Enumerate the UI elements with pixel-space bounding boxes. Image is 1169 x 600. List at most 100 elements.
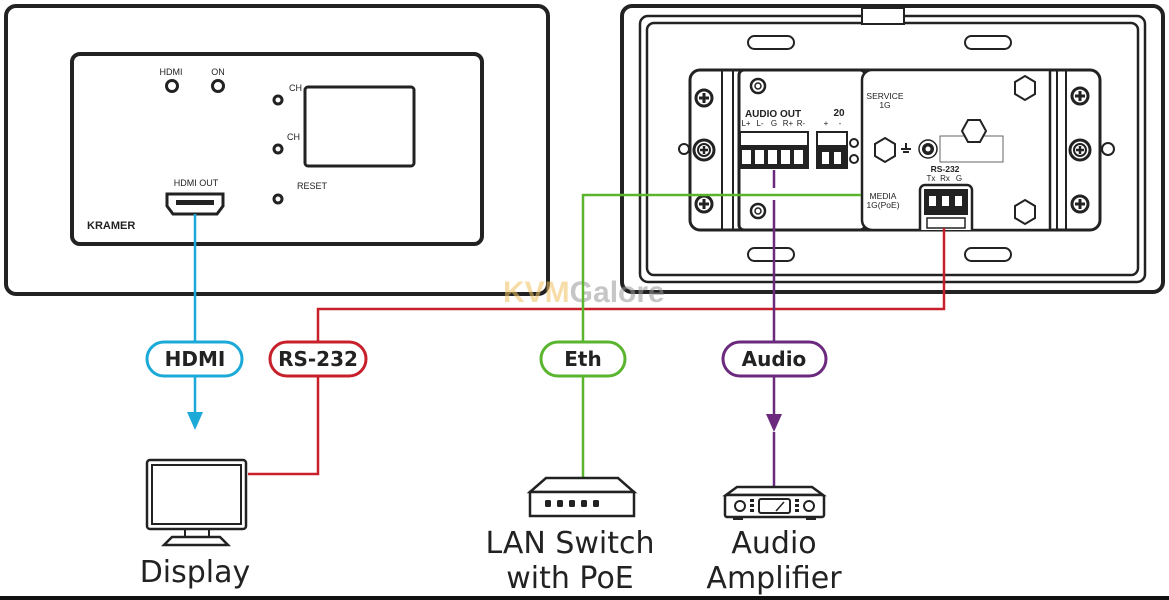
rs232-port-label: RS-232 <box>931 164 960 174</box>
amplifier-label-line1: Audio <box>731 526 816 561</box>
rear-top-notch <box>861 7 905 25</box>
monitor-stand <box>160 535 232 547</box>
screw-ring <box>1073 143 1087 157</box>
ch-down-button[interactable] <box>272 143 284 155</box>
amp-led <box>750 499 754 502</box>
amp-led <box>795 504 799 507</box>
switch-ports <box>545 500 599 507</box>
watermark: KVMGalore <box>503 276 665 309</box>
amplifier-label-line2: Amplifier <box>706 561 842 596</box>
amplifier-device: Audio Amplifier <box>706 485 842 596</box>
hdmi-arrow-icon <box>187 412 203 430</box>
screw-ring <box>697 143 711 157</box>
amplifier-icon <box>723 493 826 519</box>
amp-led <box>750 509 754 512</box>
amp-meter <box>758 498 791 514</box>
service-port-pin <box>925 146 931 152</box>
watermark-part1: KVM <box>503 276 570 309</box>
connection-labels: HDMI RS-232 Eth Audio <box>145 340 828 378</box>
rs232-cable <box>248 228 946 476</box>
screw-cross <box>1075 91 1085 101</box>
display-label: Display <box>140 555 251 590</box>
audio-socket <box>768 150 777 164</box>
ch-down-label: CH <box>287 132 300 142</box>
standoff-inner <box>754 207 762 215</box>
audio-terminal-top <box>741 133 807 145</box>
reset-label: RESET <box>297 181 328 191</box>
lan-switch-device: LAN Switch with PoE <box>485 476 655 596</box>
led-on <box>211 79 225 93</box>
rs232-terminal-base <box>926 217 966 229</box>
audio-pill-label: Audio <box>742 347 807 371</box>
mount-slot-bottom-right <box>964 247 1012 262</box>
screw-cross <box>699 199 709 209</box>
hdmi-pill-label: HDMI <box>165 347 226 371</box>
lan-switch-label-line2: with PoE <box>506 561 634 596</box>
power-led <box>849 138 859 148</box>
rs232-pill <box>268 340 368 378</box>
audio-pin-label: L- <box>756 119 763 128</box>
eth-pill <box>539 340 627 378</box>
mount-slot-bottom-left <box>747 247 795 262</box>
media-sublabel: 1G(PoE) <box>866 200 899 210</box>
monitor-screen <box>151 464 242 525</box>
cables <box>187 170 946 492</box>
audio-pin-label: R+ <box>783 119 794 128</box>
audio-arrow-icon <box>766 414 782 432</box>
power-label: 20 <box>833 108 845 119</box>
audio-socket <box>794 150 803 164</box>
audio-pin-label: R- <box>797 119 806 128</box>
switch-port <box>545 500 551 507</box>
amp-knob-left <box>734 500 746 512</box>
display-screen <box>303 85 416 168</box>
screw-icons <box>678 77 1115 220</box>
amp-meter-needle <box>775 501 785 512</box>
screw-cross <box>699 93 709 103</box>
ch-up-button[interactable] <box>272 94 284 106</box>
lan-switch-label-line1: LAN Switch <box>485 526 654 561</box>
display-device: Display <box>140 458 251 590</box>
power-socket <box>822 152 829 164</box>
rs232-pin-tx: Tx <box>927 174 936 183</box>
amp-led <box>750 504 754 507</box>
standoff-icon <box>749 202 767 220</box>
hex-standoff-icon <box>960 119 988 143</box>
audio-pin-labels: L+ L- G R+ R- <box>741 119 805 128</box>
ethernet-cable <box>581 193 861 490</box>
ch-up-label: CH <box>289 83 302 93</box>
led-hdmi-label: HDMI <box>160 67 183 77</box>
mount-hole <box>678 143 690 155</box>
rs232-socket <box>942 196 949 206</box>
front-panel: HDMI ON CH CH RESET HDMI OUT KRAMER <box>4 4 550 296</box>
screw-cross <box>1076 146 1084 154</box>
bottom-border <box>0 596 1169 600</box>
audio-pill <box>721 340 828 378</box>
mount-slot-top-left <box>747 35 795 50</box>
reset-button[interactable] <box>272 193 284 205</box>
ground-icon <box>901 143 911 153</box>
audio-out-label: AUDIO OUT <box>745 109 801 120</box>
power-led <box>849 154 859 164</box>
rs232-pin-g: G <box>956 174 962 183</box>
led-hdmi <box>165 79 179 93</box>
amp-knob-right <box>803 500 815 512</box>
switch-port <box>581 500 587 507</box>
eth-pill-label: Eth <box>564 347 601 371</box>
hdmi-pill <box>145 340 244 378</box>
screw-cross <box>700 146 708 154</box>
audio-pin-label: G <box>771 119 777 128</box>
mount-hole <box>1101 142 1115 156</box>
service-label: SERVICE <box>866 91 903 101</box>
amp-led <box>795 509 799 512</box>
hdmi-out-label: HDMI OUT <box>174 178 219 188</box>
amp-foot <box>806 517 816 520</box>
switch-port <box>593 500 599 507</box>
power-pin-plus: + <box>824 119 829 128</box>
power-socket <box>834 152 841 164</box>
screw-cross <box>1075 199 1085 209</box>
amp-foot <box>733 517 743 520</box>
standoff-inner <box>754 82 762 90</box>
switch-top <box>526 476 638 494</box>
standoff-icon <box>749 77 767 95</box>
